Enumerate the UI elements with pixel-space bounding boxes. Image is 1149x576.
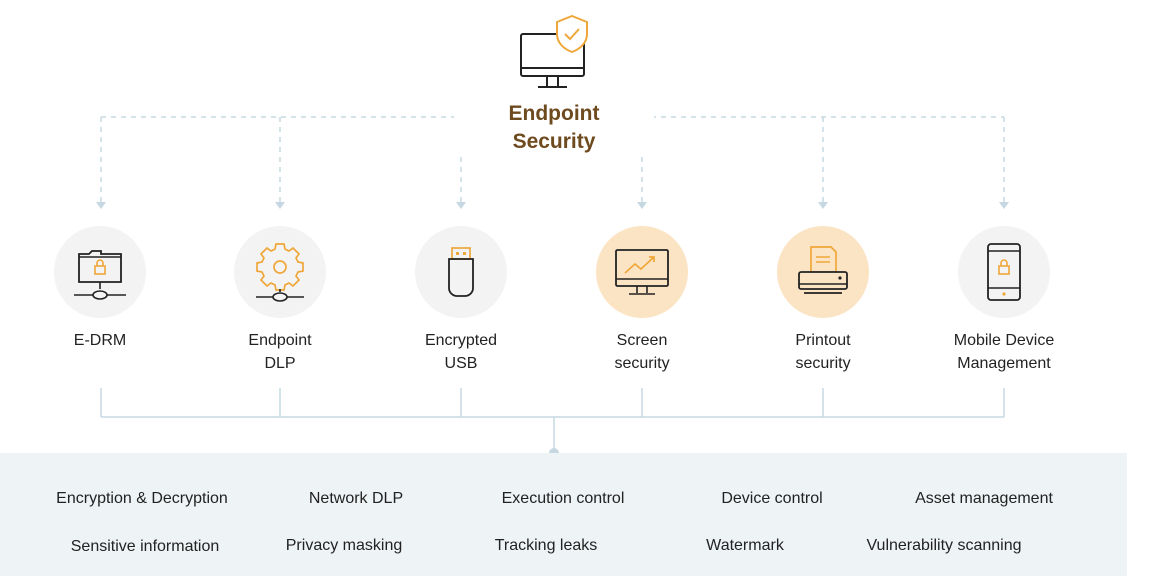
feature-item: Sensitive information	[70, 538, 220, 555]
node-label-line-1: Endpoint	[248, 332, 312, 349]
node-endpoint-dlp: Endpoint DLP	[200, 226, 360, 375]
node-mobile-device-management: Mobile Device Management	[924, 226, 1084, 375]
feature-item: Encryption & Decryption	[56, 490, 228, 507]
node-circle	[234, 226, 326, 318]
node-circle	[958, 226, 1050, 318]
feature-item: Privacy masking	[285, 537, 403, 554]
monitor-chart-icon	[615, 249, 669, 295]
bottom-solid-connectors	[100, 388, 1005, 453]
feature-item: Asset management	[915, 490, 1053, 507]
node-label-line-2: USB	[444, 355, 478, 372]
node-circle	[596, 226, 688, 318]
node-label-line-1: Printout	[795, 332, 851, 349]
features-panel: Encryption & Decryption Network DLP Exec…	[0, 453, 1127, 576]
node-e-drm: E-DRM	[20, 226, 180, 352]
monitor-shield-icon	[516, 14, 592, 94]
node-label-line-1: Mobile Device	[953, 332, 1055, 349]
network-gear-icon	[256, 243, 304, 302]
node-label-line-1: Encrypted	[424, 332, 498, 349]
node-label-line-1: E-DRM	[73, 332, 127, 349]
node-encrypted-usb: Encrypted USB	[381, 226, 541, 375]
feature-item: Execution control	[501, 490, 625, 507]
node-circle	[415, 226, 507, 318]
network-folder-lock-icon	[74, 250, 126, 300]
title-line-2: Security	[512, 130, 596, 153]
node-label-line-1: Screen	[616, 332, 668, 349]
node-label-line-2: DLP	[264, 355, 296, 372]
node-screen-security: Screen security	[562, 226, 722, 375]
node-printout-security: Printout security	[743, 226, 903, 375]
usb-drive-icon	[448, 247, 474, 297]
node-circle	[54, 226, 146, 318]
printer-icon	[798, 246, 848, 294]
feature-item: Watermark	[706, 537, 784, 554]
node-label-line-2: security	[795, 355, 851, 372]
feature-item: Network DLP	[308, 490, 404, 507]
title-line-1: Endpoint	[508, 102, 600, 125]
node-label-line-2: security	[614, 355, 670, 372]
feature-item: Vulnerability scanning	[866, 537, 1022, 554]
node-circle	[777, 226, 869, 318]
feature-item: Tracking leaks	[494, 537, 598, 554]
arrowheads	[96, 202, 1009, 209]
node-label-line-2: Management	[957, 355, 1051, 372]
mobile-lock-icon	[987, 243, 1021, 301]
page-title: Endpoint Security	[454, 100, 654, 156]
feature-item: Device control	[721, 490, 823, 507]
